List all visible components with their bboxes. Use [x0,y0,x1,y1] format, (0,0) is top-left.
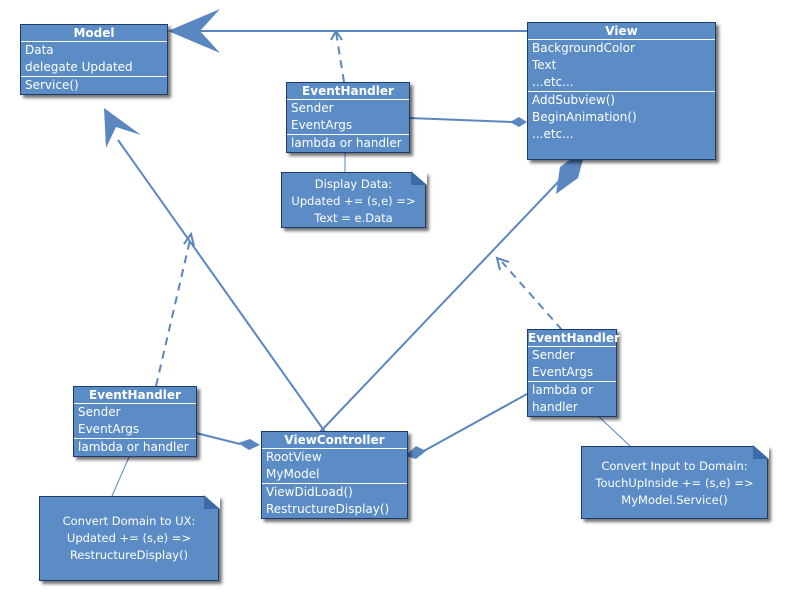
class-title: Model [21,25,167,42]
attribute: Sender [291,101,334,115]
attribute: Data [25,43,54,57]
method: AddSubview() [532,93,616,107]
attribute: Sender [78,405,121,419]
attribute-section: Sender EventArgs [528,347,616,382]
top-dependency-arrowhead [330,29,343,41]
attribute: delegate Updated [25,60,133,74]
note-input-anchor [594,412,631,447]
right-handler-to-controller-line [421,393,528,453]
attribute: RootView [266,450,322,464]
note-fold-icon [204,495,220,509]
note-convert-input-to-domain[interactable]: Convert Input to Domain: TouchUpInside +… [581,445,769,519]
attribute-section: Sender EventArgs [74,404,196,439]
note-domain-anchor [111,454,131,497]
method-section: ViewDidLoad() RestructureDisplay() [262,484,407,518]
attribute-section: Data delegate Updated [21,42,167,77]
left-handler-to-controller-line [195,432,241,445]
note-line: Convert Input to Domain: [601,459,748,473]
method: BeginAnimation() [532,110,637,124]
controller-to-model-arrowhead [104,108,141,148]
note-convert-domain-to-ux[interactable]: Convert Domain to UX: Updated += (s,e) =… [39,495,220,581]
method: handler [532,400,578,414]
event-handler-right-class[interactable]: EventHandler Sender EventArgs lambda or … [527,329,620,417]
note-line: Display Data: [314,177,393,191]
view-composition-diamond [510,117,527,127]
view-controller-class[interactable]: ViewController RootView MyModel ViewDidL… [261,431,408,519]
class-title: EventHandler [528,331,620,347]
attribute: EventArgs [78,422,140,436]
note-line: Text = e.Data [314,211,393,225]
attribute: Text [532,58,557,72]
class-title: View [528,23,715,40]
method-section: lambda or handler [528,382,616,416]
right-handler-dependency-line [501,261,563,331]
method: lambda or handler [78,440,189,454]
view-class[interactable]: View BackgroundColor Text ...etc... AddS… [527,22,716,160]
attribute-section: RootView MyModel [262,449,407,484]
class-title: ViewController [262,432,407,449]
method-section: AddSubview() BeginAnimation() ...etc... [528,92,715,143]
method: Service() [25,78,79,92]
model-class[interactable]: Model Data delegate Updated Service() [20,24,168,95]
controller-to-model-line [117,139,326,433]
class-title: EventHandler [287,83,409,100]
note-line: Convert Domain to UX: [62,514,196,528]
attribute: Sender [532,348,575,362]
model-arrowhead [168,9,220,53]
attribute: ...etc... [532,75,574,89]
top-handler-to-view-line [408,117,513,123]
attribute-section: Sender EventArgs [287,100,409,135]
note-line: RestructureDisplay() [69,548,189,562]
event-handler-left-class[interactable]: EventHandler Sender EventArgs lambda or … [73,386,197,457]
attribute-section: BackgroundColor Text ...etc... [528,40,715,92]
attribute: BackgroundColor [532,41,635,55]
method: lambda or handler [291,136,402,150]
method-section: lambda or handler [74,439,196,456]
note-line: TouchUpInside += (s,e) => [595,476,754,490]
class-title: EventHandler [74,387,196,404]
event-handler-top-class[interactable]: EventHandler Sender EventArgs lambda or … [286,82,410,153]
method-section: lambda or handler [287,135,409,152]
method: ...etc... [532,127,574,141]
right-dependency-arrowhead [495,256,510,271]
top-handler-dependency-line [335,31,345,83]
attribute: EventArgs [532,365,594,379]
left-dependency-arrowhead [183,231,195,247]
controller-to-view-line [319,179,561,433]
note-line: MyModel.Service() [621,493,728,507]
note-line: Updated += (s,e) => [291,194,416,208]
controller-right-diamond [405,446,426,459]
note-fold-icon [753,445,769,459]
left-handler-dependency-line [155,239,191,387]
method: lambda or [532,383,594,397]
attribute: MyModel [266,467,320,481]
note-line: Updated += (s,e) => [66,531,192,545]
controller-left-diamond [238,439,260,450]
method: RestructureDisplay() [266,502,390,516]
note-fold-icon [411,171,427,185]
method-section: Service() [21,77,167,94]
method: ViewDidLoad() [266,485,353,499]
note-display-data[interactable]: Display Data: Updated += (s,e) => Text =… [281,171,427,228]
attribute: EventArgs [291,118,353,132]
